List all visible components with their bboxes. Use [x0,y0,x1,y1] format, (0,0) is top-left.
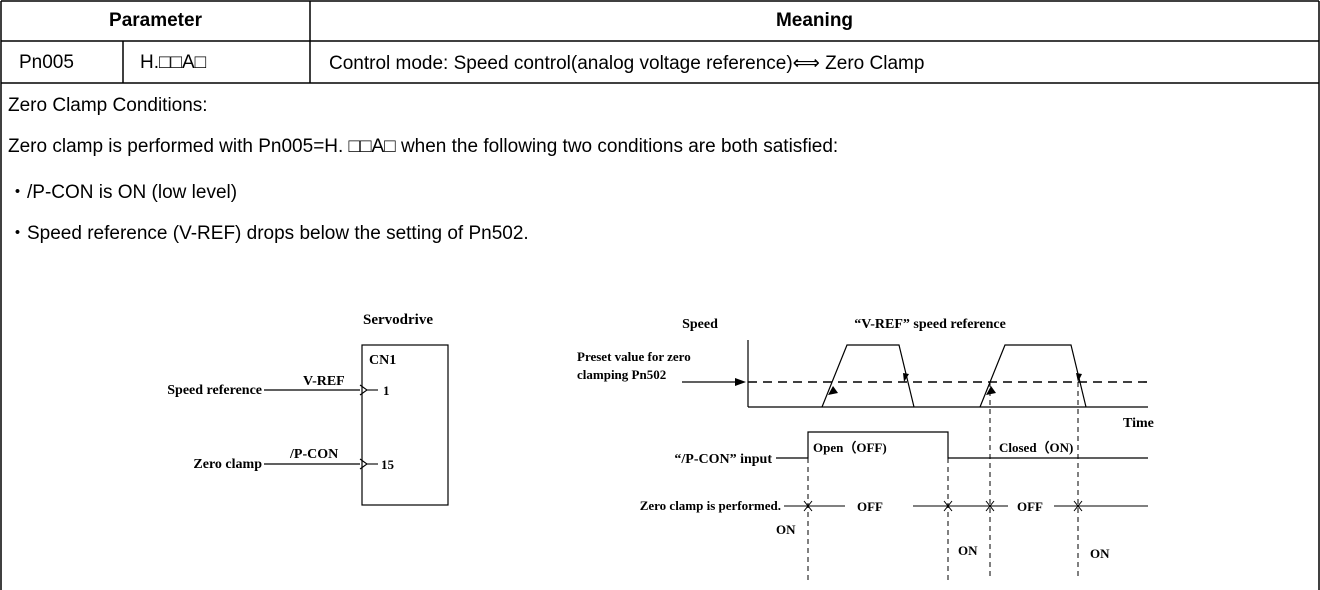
transition-marks [803,500,1083,512]
speed-reference-label: Speed reference [167,383,262,398]
speed-pulse-2 [979,344,1087,408]
off-label-2: OFF [1017,499,1043,514]
param-value: H.□□A□ [140,52,207,73]
off-label-1: OFF [857,499,883,514]
pin-15-label: 15 [381,457,395,472]
param-number: Pn005 [19,52,74,73]
servodrive-box [361,344,449,506]
zero-clamp-label: Zero clamp [193,457,262,472]
header-parameter: Parameter [109,10,202,31]
header-meaning: Meaning [775,10,854,31]
on-label-1: ON [776,522,796,537]
open-off-label: Open（OFF) [813,440,887,455]
cn1-label: CN1 [369,353,396,368]
param-meaning: Control mode: Speed control(analog volta… [329,53,925,74]
time-axis-label: Time [1123,416,1154,431]
servodrive-label: Servodrive [363,312,433,328]
conditions-title: Zero Clamp Conditions: [8,95,208,116]
condition-bullet-1: ・/P-CON is ON (low level) [8,182,238,203]
closed-on-label: Closed（ON) [999,440,1073,455]
preset-value-line-2: clamping Pn502 [577,367,666,382]
on-label-3: ON [1090,546,1110,561]
pcon-signal [776,431,1148,459]
vref-speed-reference-title: “V-REF” speed reference [854,317,1006,332]
pcon-input-label: “/P-CON” input [674,452,772,467]
on-label-2: ON [958,543,978,558]
speed-axis-label: Speed [682,317,718,332]
zero-clamp-performed-label: Zero clamp is performed. [640,498,781,513]
pcon-label: /P-CON [289,447,338,462]
preset-value-line-1: Preset value for zero [577,349,691,364]
speed-pulse-1 [821,344,915,408]
vref-label: V-REF [303,374,345,389]
conditions-intro: Zero clamp is performed with Pn005=H. □□… [8,136,839,157]
condition-bullet-2: ・Speed reference (V-REF) drops below the… [8,223,529,244]
pin-1-label: 1 [383,383,390,398]
preset-arrow-icon [735,378,746,386]
